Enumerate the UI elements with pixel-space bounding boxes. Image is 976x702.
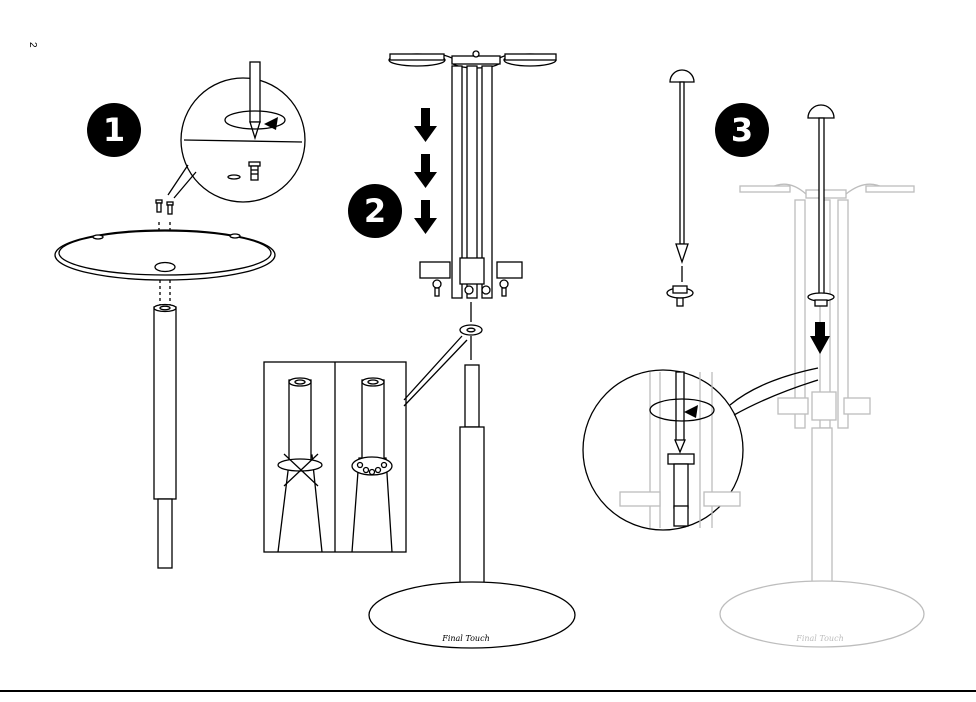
step-1-badge: 1 — [87, 103, 141, 157]
step-1-number: 1 — [103, 111, 125, 149]
step-1-pole — [154, 280, 176, 568]
step-1-zoom-detail — [168, 62, 305, 202]
step-3-zoom-detail — [583, 368, 818, 530]
step-2-washer — [460, 302, 482, 360]
step-3-rod-part — [667, 70, 694, 306]
step-2-rack — [389, 51, 556, 298]
step-2-base-brand: Final Touch — [441, 634, 489, 643]
step-2-number: 2 — [364, 192, 386, 230]
step-3-base-brand: Final Touch — [795, 634, 843, 643]
step-2-down-arrows — [414, 108, 437, 234]
step-2-diagram: 2 — [264, 51, 575, 648]
page-bottom-rule — [0, 690, 976, 692]
step-3-number: 3 — [731, 111, 753, 149]
step-1-glass-top — [55, 230, 275, 280]
step-2-inset-comparison — [264, 336, 467, 552]
step-3-badge: 3 — [715, 103, 769, 157]
step-3-diagram: 3 Final Touch — [583, 70, 924, 647]
step-2-badge: 2 — [348, 184, 402, 238]
